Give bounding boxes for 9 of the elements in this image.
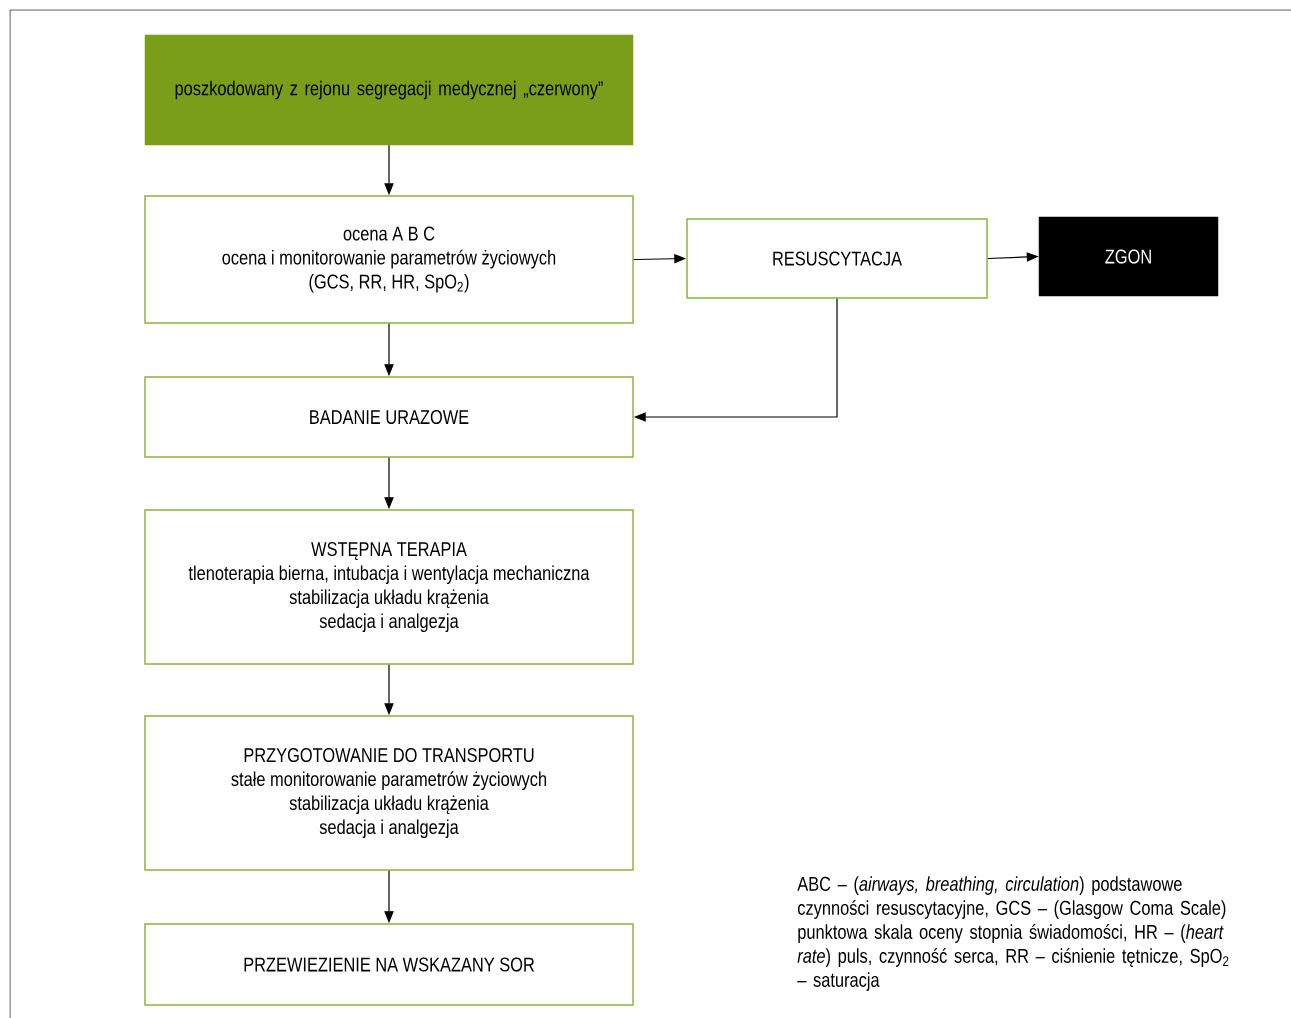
process-box: PRZEWIEZIENIE NA WSKAZANY SOR bbox=[144, 923, 634, 1006]
process-box: RESUSCYTACJA bbox=[686, 218, 988, 299]
process-box: WSTĘPNA TERAPIA tlenoterapia bierna, intubacja i wentylacja mechaniczna stabilizacja układu krążenia sedacja i analgezja bbox=[144, 509, 634, 665]
end-box: ZGON bbox=[1038, 216, 1219, 297]
start-box: poszkodowany z rejonu segregacji medycznej „czerwony” bbox=[144, 34, 634, 146]
abbreviations-note: ABC – (airways, breathing, circulation) podstawowe czynności resuscytacyjne, GCS – (Glasgow Coma Scale) punktowa skala oceny stopnia świadomości, HR – (heart rate) puls, czynność serca, RR – ciśnienie tętnicze, SpO$_{2}$ – saturacja bbox=[797, 876, 1229, 991]
process-box: PRZYGOTOWANIE DO TRANSPORTU stałe monitorowanie parametrów życiowych stabilizacja układu krążenia sedacja i analgezja bbox=[144, 715, 634, 871]
process-box: BADANIE URAZOWE bbox=[144, 376, 634, 458]
process-box: ocena A B C ocena i monitorowanie parametrów życiowych (GCS, RR, HR, SpO$_{2}$) bbox=[144, 195, 634, 324]
